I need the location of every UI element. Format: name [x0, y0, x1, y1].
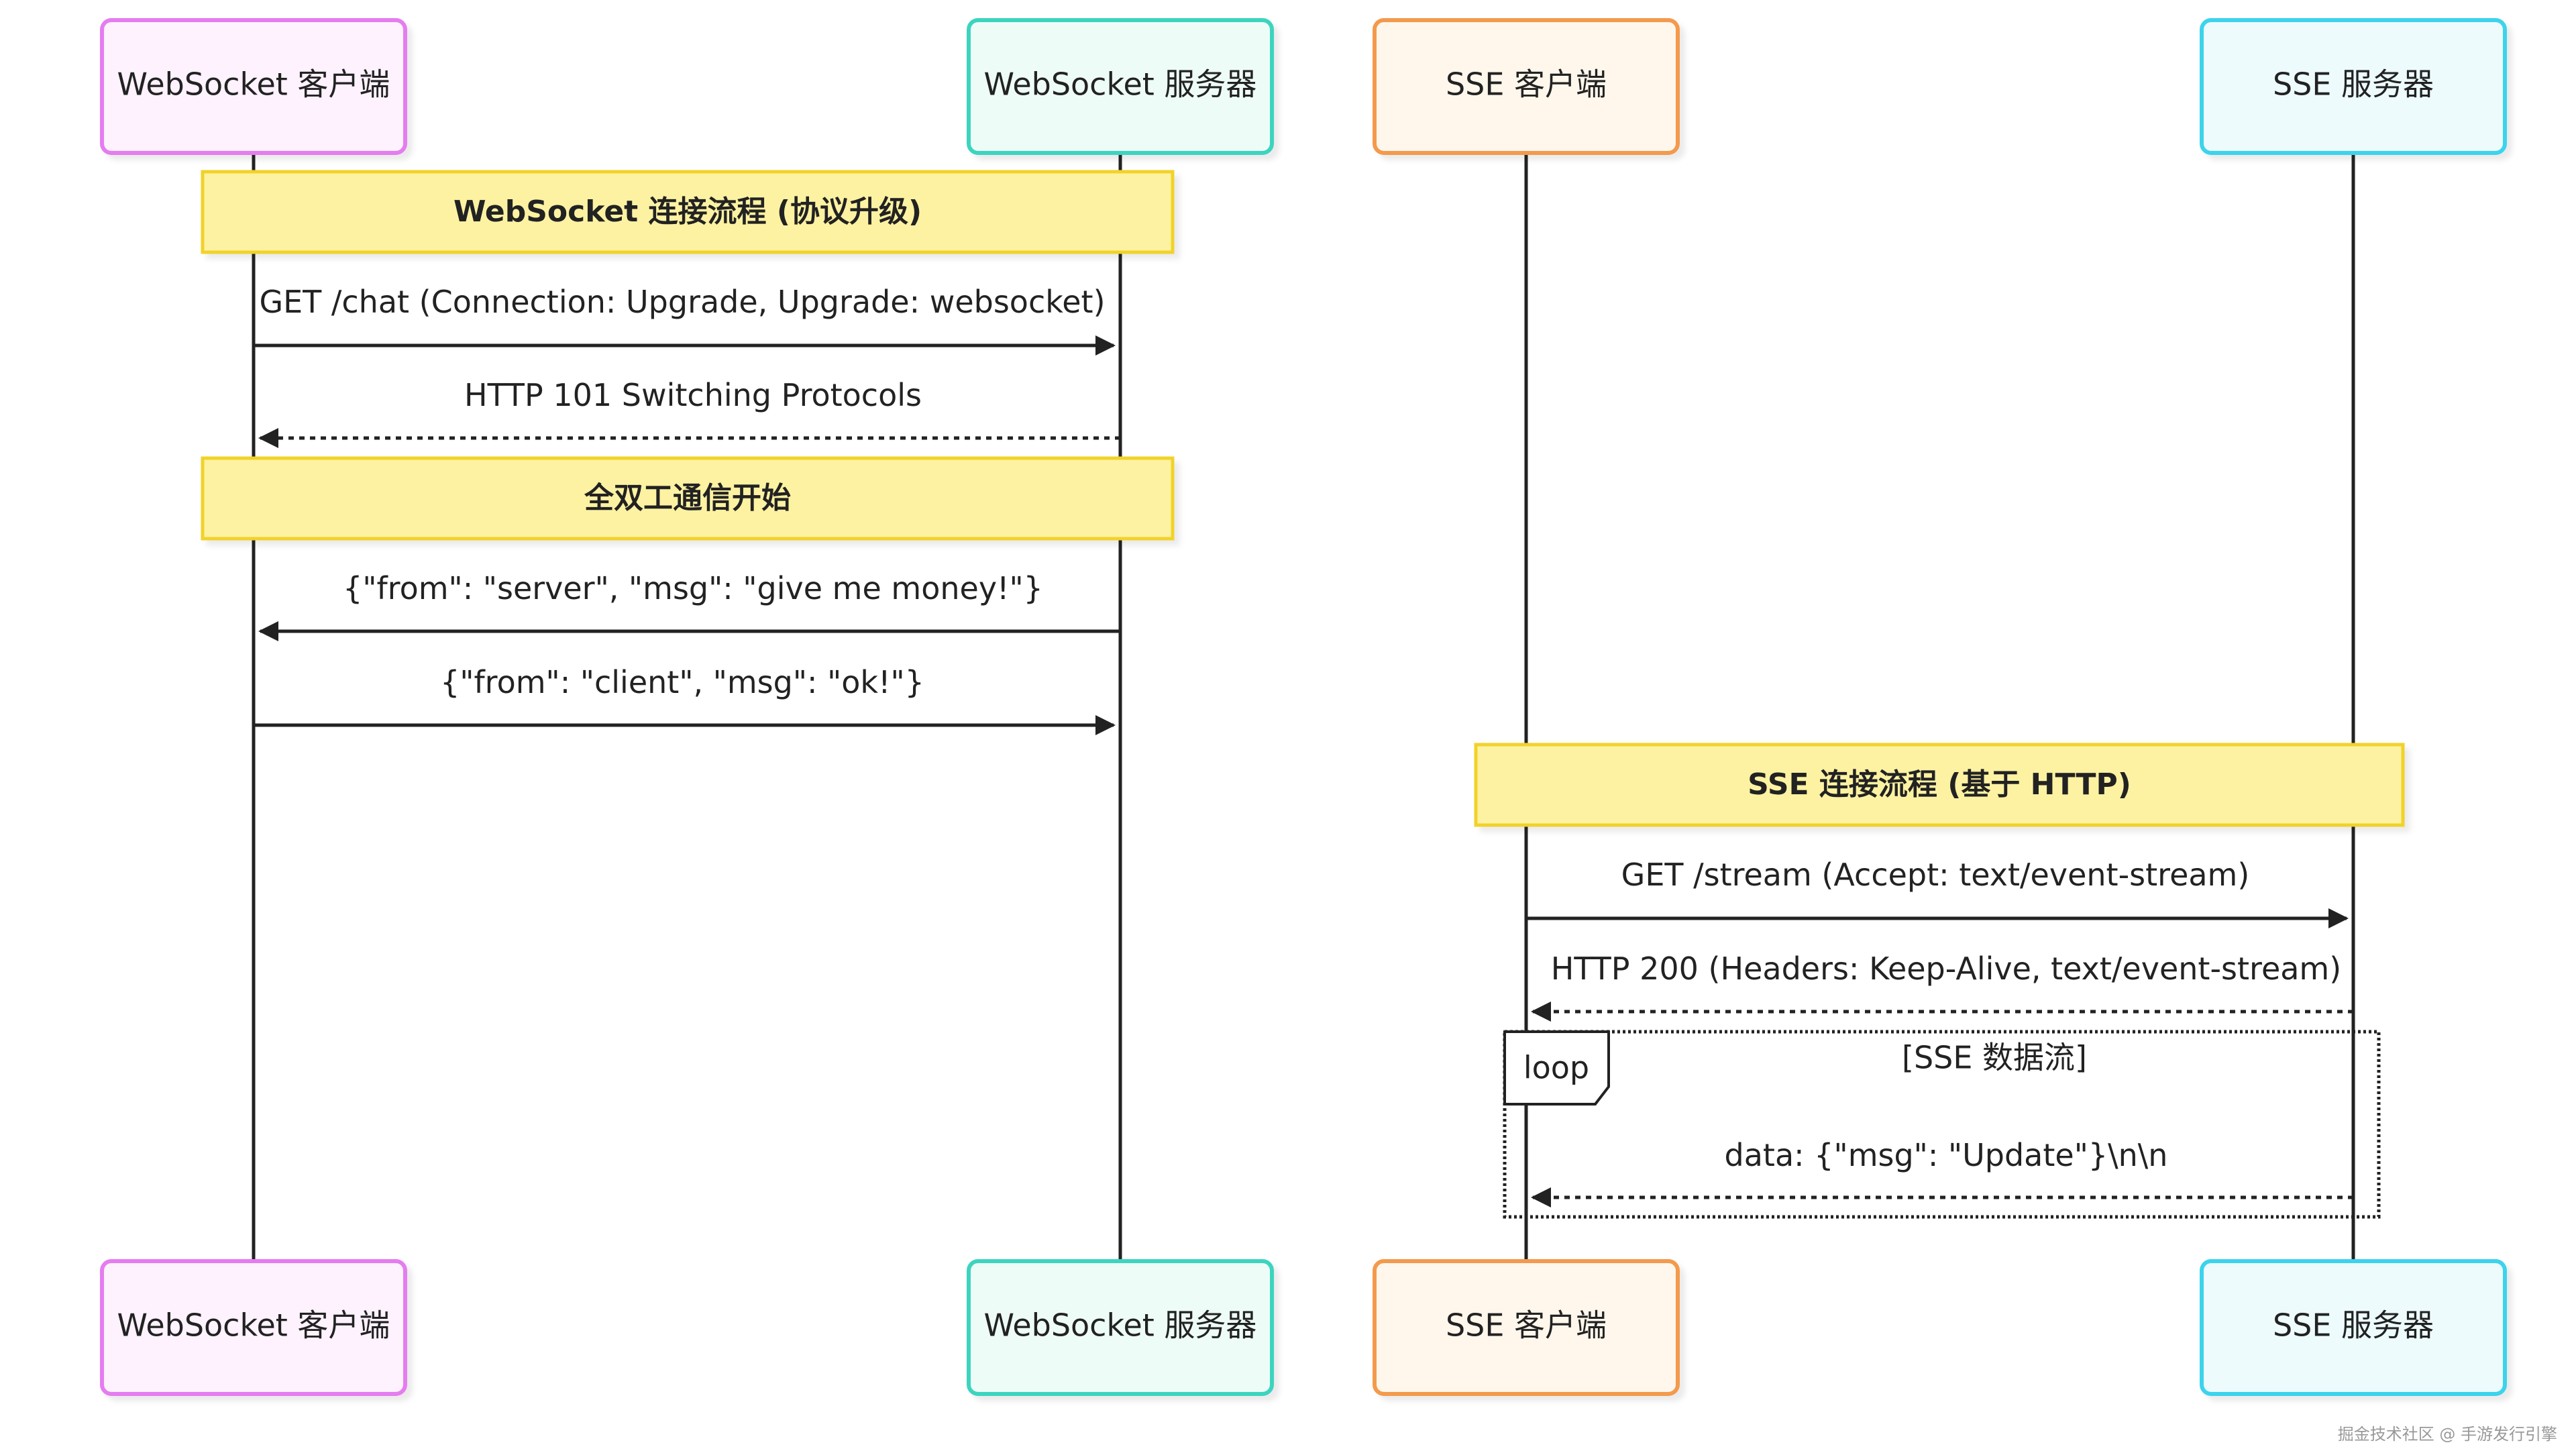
message-label: {"from": "server", "msg": "give me money… [343, 570, 1043, 606]
message-label: HTTP 101 Switching Protocols [464, 377, 922, 413]
note-sse-connect [1474, 743, 2405, 827]
actor-label: SSE 服务器 [2273, 1307, 2434, 1344]
note-label: SSE 连接流程 (基于 HTTP) [1748, 767, 2131, 802]
actor-ws-server-top [967, 18, 1274, 155]
actor-ws-client-top [100, 18, 407, 155]
actor-label: SSE 客户端 [1446, 1307, 1607, 1344]
actor-label: SSE 服务器 [2273, 66, 2434, 103]
note-ws-duplex [201, 456, 1175, 541]
actor-sse-client-bottom [1373, 1259, 1680, 1396]
message-label: GET /chat (Connection: Upgrade, Upgrade:… [259, 284, 1105, 320]
message-label: HTTP 200 (Headers: Keep-Alive, text/even… [1551, 951, 2341, 987]
loop-tag: loop [1523, 1050, 1589, 1086]
watermark: 掘金技术社区 @ 手游发行引擎 [2337, 1425, 2557, 1444]
message-label: GET /stream (Accept: text/event-stream) [1621, 857, 2250, 893]
loop-tag-box [1503, 1030, 1610, 1106]
actor-label: WebSocket 服务器 [984, 1307, 1257, 1344]
loop-condition: [SSE 数据流] [1902, 1040, 2087, 1076]
actor-sse-server-top [2200, 18, 2507, 155]
actor-label: WebSocket 客户端 [117, 1307, 390, 1344]
message-label: data: {"msg": "Update"}\n\n [1725, 1137, 2168, 1173]
message-label: {"from": "client", "msg": "ok!"} [440, 664, 924, 700]
actor-ws-server-bottom [967, 1259, 1274, 1396]
actor-sse-client-top [1373, 18, 1680, 155]
actor-label: WebSocket 客户端 [117, 66, 390, 103]
note-label: WebSocket 连接流程 (协议升级) [453, 195, 922, 229]
note-ws-connect [201, 170, 1175, 254]
actor-label: WebSocket 服务器 [984, 66, 1257, 103]
actor-ws-client-bottom [100, 1259, 407, 1396]
note-label: 全双工通信开始 [584, 481, 791, 515]
loop-frame [1503, 1030, 2381, 1219]
actor-label: SSE 客户端 [1446, 66, 1607, 103]
actor-sse-server-bottom [2200, 1259, 2507, 1396]
